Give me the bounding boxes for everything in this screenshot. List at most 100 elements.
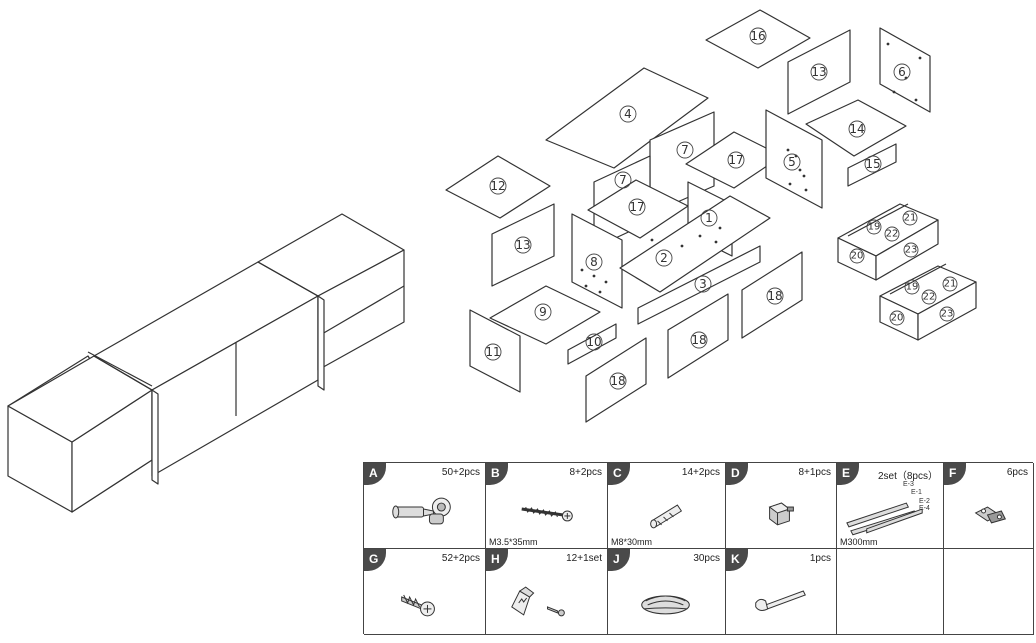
part-number-11: 11	[484, 343, 502, 361]
part-number-8: 8	[585, 253, 603, 271]
hardware-letter-badge: E	[837, 463, 859, 485]
slide-label: E-1	[911, 489, 922, 496]
hardware-cell-k: K 1pcs	[726, 549, 837, 635]
svg-text:18: 18	[610, 374, 625, 388]
panel-18-right	[741, 251, 803, 339]
panel-11	[469, 309, 521, 393]
part-number-17: 17	[628, 198, 646, 216]
panel-15	[847, 143, 897, 187]
svg-text:1: 1	[705, 211, 713, 225]
svg-text:7: 7	[681, 143, 689, 157]
cam-lock-bolt-icon	[392, 497, 451, 525]
svg-text:15: 15	[865, 157, 880, 171]
hardware-cell-empty	[837, 549, 944, 635]
hardware-quantity: 52+2pcs	[441, 553, 480, 564]
hardware-quantity: 50+2pcs	[441, 467, 480, 478]
panel-13-left	[491, 203, 555, 287]
hardware-letter-badge: A	[364, 463, 386, 485]
svg-text:13: 13	[811, 65, 826, 79]
svg-text:21: 21	[904, 213, 917, 224]
svg-text:22: 22	[886, 229, 899, 240]
wooden-dowel-icon	[650, 504, 683, 529]
part-number-20: 20	[849, 248, 865, 264]
svg-text:21: 21	[944, 279, 957, 290]
part-number-7: 7	[614, 171, 632, 189]
svg-text:13: 13	[515, 238, 530, 252]
part-number-1: 1	[700, 209, 718, 227]
part-number-5: 5	[783, 153, 801, 171]
svg-text:16: 16	[750, 29, 765, 43]
svg-text:14: 14	[849, 122, 864, 136]
hardware-quantity: 1pcs	[809, 553, 831, 564]
hardware-cell-j: J 30pcs	[608, 549, 726, 635]
panel-16	[705, 9, 811, 69]
part-number-18: 18	[609, 372, 627, 390]
part-number-22: 22	[921, 289, 937, 305]
hardware-quantity: 30pcs	[693, 553, 720, 564]
part-number-18: 18	[766, 287, 784, 305]
part-number-15: 15	[864, 155, 882, 173]
hardware-quantity: 8+1pcs	[798, 467, 831, 478]
part-number-7: 7	[676, 141, 694, 159]
part-number-21: 21	[942, 276, 958, 292]
part-number-9: 9	[534, 303, 552, 321]
part-number-22: 22	[884, 226, 900, 242]
svg-text:5: 5	[788, 155, 796, 169]
corner-bracket-icon	[511, 586, 565, 617]
svg-text:22: 22	[923, 292, 936, 303]
part-number-14: 14	[848, 120, 866, 138]
part-number-19: 19	[904, 279, 920, 295]
hardware-letter-badge: C	[608, 463, 630, 485]
svg-text:19: 19	[906, 282, 919, 293]
panel-3	[637, 245, 761, 325]
part-number-23: 23	[939, 306, 955, 322]
part-number-13: 13	[810, 63, 828, 81]
long-screw-icon	[521, 506, 573, 522]
part-number-16: 16	[749, 27, 767, 45]
part-number-4: 4	[619, 105, 637, 123]
svg-text:17: 17	[728, 153, 743, 167]
hardware-cell-c: C 14+2pcs M8*30mm	[608, 463, 726, 549]
hardware-quantity: 6pcs	[1006, 467, 1028, 478]
part-number-13: 13	[514, 236, 532, 254]
panel-14	[805, 99, 907, 157]
svg-text:20: 20	[851, 251, 864, 262]
hardware-size: M300mm	[840, 537, 878, 547]
hardware-cell-a: A 50+2pcs	[364, 463, 486, 549]
part-number-12: 12	[489, 177, 507, 195]
hardware-cell-e: E 2set（8pcs） E-3 E-1 E-2 E-4 M300mm	[837, 463, 944, 549]
short-screw-icon	[401, 594, 435, 617]
panel-6	[879, 27, 931, 113]
svg-text:3: 3	[699, 277, 707, 291]
slide-label: E-4	[919, 505, 930, 512]
panel-18-mid	[667, 293, 729, 379]
panel-4	[545, 67, 709, 169]
part-number-6: 6	[893, 63, 911, 81]
svg-text:7: 7	[619, 173, 627, 187]
felt-pad-icon	[641, 595, 690, 615]
part-number-17: 17	[727, 151, 745, 169]
svg-text:17: 17	[629, 200, 644, 214]
hardware-letter-badge: F	[944, 463, 966, 485]
svg-text:23: 23	[941, 309, 954, 320]
svg-text:11: 11	[485, 345, 500, 359]
panel-8	[571, 213, 623, 309]
plastic-foot-icon	[768, 502, 794, 526]
part-number-23: 23	[903, 242, 919, 258]
panel-9	[489, 285, 601, 345]
part-number-3: 3	[694, 275, 712, 293]
svg-text:18: 18	[767, 289, 782, 303]
slide-label: E-2	[919, 498, 930, 505]
hardware-cell-f: F 6pcs	[944, 463, 1034, 549]
svg-text:20: 20	[891, 313, 904, 324]
hardware-list-table: A 50+2pcs B 8+2pcs M3.5*35mm	[363, 462, 1034, 635]
part-number-20: 20	[889, 310, 905, 326]
slide-label: E-3	[903, 481, 914, 488]
assembled-tv-cabinet	[7, 213, 405, 513]
hardware-quantity: 12+1set	[566, 553, 602, 564]
panel-12	[445, 155, 551, 219]
panel-10	[567, 323, 617, 365]
part-number-21: 21	[902, 210, 918, 226]
hardware-letter-badge: K	[726, 549, 748, 571]
svg-text:12: 12	[490, 179, 505, 193]
